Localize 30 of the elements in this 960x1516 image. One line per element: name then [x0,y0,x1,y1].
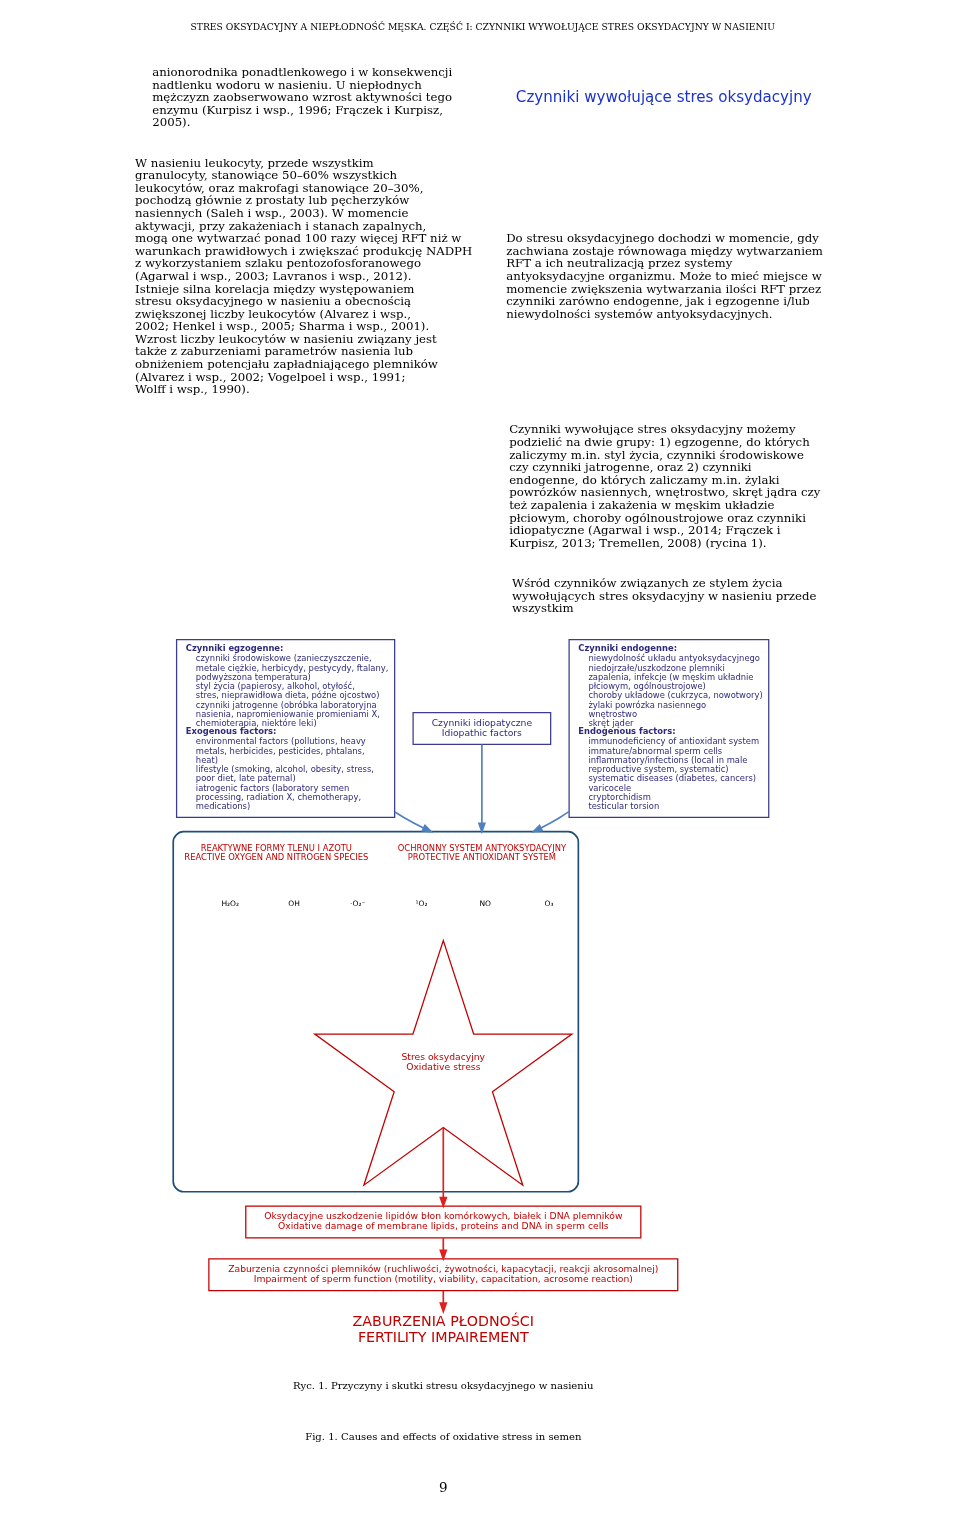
label: STRES OKSYDACYJNY A NIEPŁODNOŚĆ MĘSKA. CZĘŚĆ I: CZYNNIKI WYWOŁUJĄCE STRES OKSYDACYJNY W NASIENIU [190,20,776,32]
label: NO [479,899,492,909]
label: H₂O₂ [221,899,240,909]
node-text: ZABURZENIA PŁODNOŚCI FERTILITY IMPAIREMENT [352,1313,534,1346]
label: O₃ [544,899,554,909]
label: Fig. 1. Causes and effects of oxidative stress in semen [305,1431,582,1443]
label: W nasieniu leukocyty, przede wszystkim granulocyty, stanowiące 50–60% wszystkich leukocytów, oraz makrofagi stanowiące 20–30%, pochodzą głównie z prostaty lub pęcherzyków nasiennych (Saleh i wsp., 2003). W momencie aktywacji, przy zakażeniach i stanach zapalnych, mogą one wytwarzać ponad 100 razy więcej RFT niż w warunkach prawidłowych i zwiększać produkcję NADPH z wykorzystaniem szlaku pentozofosforanowego (Agarwal i wsp., 2003; Lavranos i wsp., 2012). Istnieje silna korelacja między występowaniem stresu oksydacyjnego w nasieniu a obecnością zwiększonej liczby leukocytów (Alvarez i wsp., 2002; Henkel i wsp., 2005; Sharma i wsp., 2001). Wzrost liczby leukocytów w nasieniu związany jest także z zaburzeniami parametrów nasienia lub obniżeniem potencjału zapładniającego plemników (Alvarez i wsp., 2002; Vogelpoel i wsp., 1991; Wolff i wsp., 1990). [135,155,473,397]
arrow [439,1237,448,1262]
label: 9 [439,1479,448,1495]
label: ·O₂⁻ [350,899,366,909]
label: OH [288,899,300,909]
label: ¹O₂ [415,899,428,909]
label: Ryc. 1. Przyczyny i skutki stresu oksydacyjnego w nasieniu [293,1379,594,1391]
arrow [394,811,434,833]
cluster [172,830,580,1193]
label: Do stresu oksydacyjnego dochodzi w momencie, gdy zachwiana zostaje równowaga między wytwarzaniem RFT a ich neutralizacją przez systemy antyoksydacyjne organizmu. Może to mieć miejsce w momencie zwiększenia wytwarzania ilości RFT przez czynniki zarówno endogenne, jak i egzogenne i/lub niewydolności systemów antyoksydacyjnych. [506,231,823,321]
arrow [477,743,486,835]
node-text: OCHRONNY SYSTEM ANTYOKSYDACYJNY PROTECTIVE ANTIOXIDANT SYSTEM [397,842,567,863]
label: Czynniki wywołujące stres oksydacyjny [515,87,812,106]
node-box: Czynniki idiopatyczne Idiopathic factors [412,711,552,746]
node-box: Oksydacyjne uszkodzenie lipidów błon komórkowych, białek i DNA plemników Oxidative damage of membrane lipids, proteins and DNA in sperm cells [245,1205,642,1239]
arrow [439,1290,448,1315]
node-text: REAKTYWNE FORMY TLENU I AZOTU REACTIVE OXYGEN AND NITROGEN SPECIES [184,842,369,863]
arrow [531,810,570,833]
label: anionorodnika ponadtlenkowego i w konsekwencji nadtlenku wodoru w nasieniu. U niepłodnych mężczyzn zaobserwowano wzrost aktywności tego enzymu (Kurpisz i wsp., 1996; Frączek i Kurpisz, 2005). [152,65,453,130]
node-box: Czynniki egzogenne: czynniki środowiskowe (zanieczyszczenie, metale ciężkie, herbicydy, pestycydy, ftalany, podwyższona temperatura) styl życia (papierosy, alkohol, otyłość, stres, nieprawidłowa dieta, późne ojcostwo) czynniki jatrogenne (obróbka laboratoryjna nasienia, napromieniowanie promieniami X, chemioterapia, niektóre leki) Exogenous factors: environmental factors (pollutions, heavy metals, herbicides, pesticides, phtalans, heat) lifestyle (smoking, alcohol, obesity, stress, poor diet, late paternal) iatrogenic factors (laboratory semen processing, radiation X, chemotherapy, medications) [175,638,396,819]
label: Wśród czynników związanych ze stylem życia wywołujących stres oksydacyjny w nasieniu przede wszystkim [512,575,817,616]
node-box: Zaburzenia czynności plemników (ruchliwości, żywotności, kapacytacji, reakcji akrosomalnej) Impairment of sperm function (motility, viability, capacitation, acrosome reaction) [208,1258,679,1292]
label: Czynniki wywołujące stres oksydacyjny możemy podzielić na dwie grupy: 1) egzogenne, do których zaliczymy m.in. styl życia, czynniki środowiskowe czy czynniki jatrogenne, oraz 2) czynniki endogenne, do których zaliczamy m.in. żylaki powrózków nasiennych, wnętrostwo, skręt jądra czy też zapalenia i zakażenia w męskim układzie płciowym, choroby ogólnoustrojowe oraz czynniki idiopatyczne (Agarwal i wsp., 2014; Frączek i Kurpisz, 2013; Tremellen, 2008) (rycina 1). [509,422,821,550]
node-box: Czynniki endogenne: niewydolność układu antyoksydacyjnego niedojrzałe/uszkodzone plemniki zapalenia, infekcje (w męskim układnie płciowym, ogólnoustrojowe) choroby układowe (cukrzyca, nowotwory) żylaki powrózka nasiennego wnętrostwo skręt jąder Endogenous factors: immunodeficiency of antioxidant system immature/abnormal sperm cells inflammatory/infections (local in male reproductive system, systematic) systematic diseases (diabetes, cancers) varicocele cryptorchidism testicular torsion [568,638,770,819]
